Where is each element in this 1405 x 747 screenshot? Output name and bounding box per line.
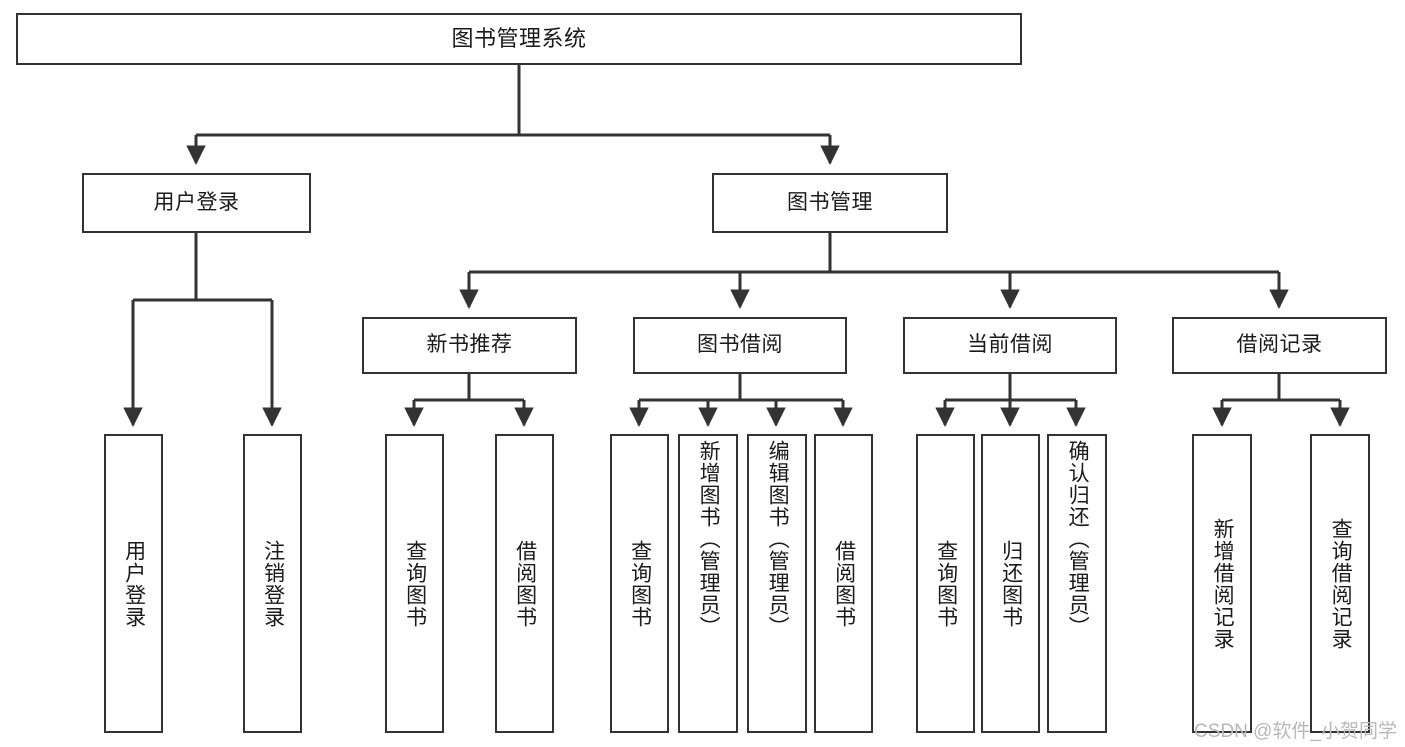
node-leaf-add-book[interactable]: 新增图书（管理员） — [678, 434, 738, 733]
node-label: 编辑图书（管理员） — [766, 440, 790, 638]
node-current-borrow[interactable]: 当前借阅 — [903, 317, 1117, 374]
node-label: 新增借阅记录 — [1211, 517, 1235, 650]
node-leaf-borrow-book-1[interactable]: 借阅图书 — [495, 434, 554, 733]
node-borrow-record[interactable]: 借阅记录 — [1172, 317, 1387, 374]
node-book-manage[interactable]: 图书管理 — [712, 173, 948, 233]
node-label: 查询图书 — [934, 539, 958, 628]
node-leaf-user-login[interactable]: 用户登录 — [104, 434, 163, 733]
node-leaf-edit-book[interactable]: 编辑图书（管理员） — [747, 434, 807, 733]
node-leaf-borrow-book-2[interactable]: 借阅图书 — [814, 434, 873, 733]
node-label: 确认归还（管理员） — [1066, 440, 1090, 638]
node-label: 图书借阅 — [697, 333, 783, 357]
node-label: 借阅图书 — [832, 539, 856, 628]
node-label: 查询图书 — [628, 539, 652, 628]
node-user-login[interactable]: 用户登录 — [82, 173, 311, 233]
node-label: 新增图书（管理员） — [697, 440, 721, 638]
node-root-system[interactable]: 图书管理系统 — [16, 13, 1022, 65]
node-label: 注销登录 — [261, 539, 285, 628]
node-label: 用户登录 — [153, 190, 240, 214]
node-leaf-query-book-3[interactable]: 查询图书 — [916, 434, 975, 733]
node-label: 新书推荐 — [426, 333, 513, 357]
node-label: 图书管理系统 — [451, 26, 587, 52]
node-leaf-query-record[interactable]: 查询借阅记录 — [1310, 434, 1370, 733]
node-label: 借阅记录 — [1236, 333, 1323, 357]
node-leaf-query-book-2[interactable]: 查询图书 — [610, 434, 669, 733]
node-label: 图书管理 — [787, 190, 873, 214]
node-leaf-return-book[interactable]: 归还图书 — [981, 434, 1040, 733]
node-leaf-query-book-1[interactable]: 查询图书 — [385, 434, 444, 733]
node-label: 用户登录 — [122, 539, 146, 628]
node-leaf-add-record[interactable]: 新增借阅记录 — [1192, 434, 1252, 733]
watermark-text: CSDN @软件_小贺同学 — [1194, 721, 1397, 742]
node-label: 查询借阅记录 — [1329, 517, 1353, 650]
node-label: 归还图书 — [999, 539, 1023, 628]
node-label: 当前借阅 — [967, 333, 1053, 357]
node-leaf-confirm-return[interactable]: 确认归还（管理员） — [1047, 434, 1107, 733]
node-new-book-recommend[interactable]: 新书推荐 — [362, 317, 577, 374]
node-label: 借阅图书 — [513, 539, 537, 628]
node-leaf-logout[interactable]: 注销登录 — [243, 434, 302, 733]
node-book-borrow[interactable]: 图书借阅 — [633, 317, 847, 374]
node-label: 查询图书 — [403, 539, 427, 628]
